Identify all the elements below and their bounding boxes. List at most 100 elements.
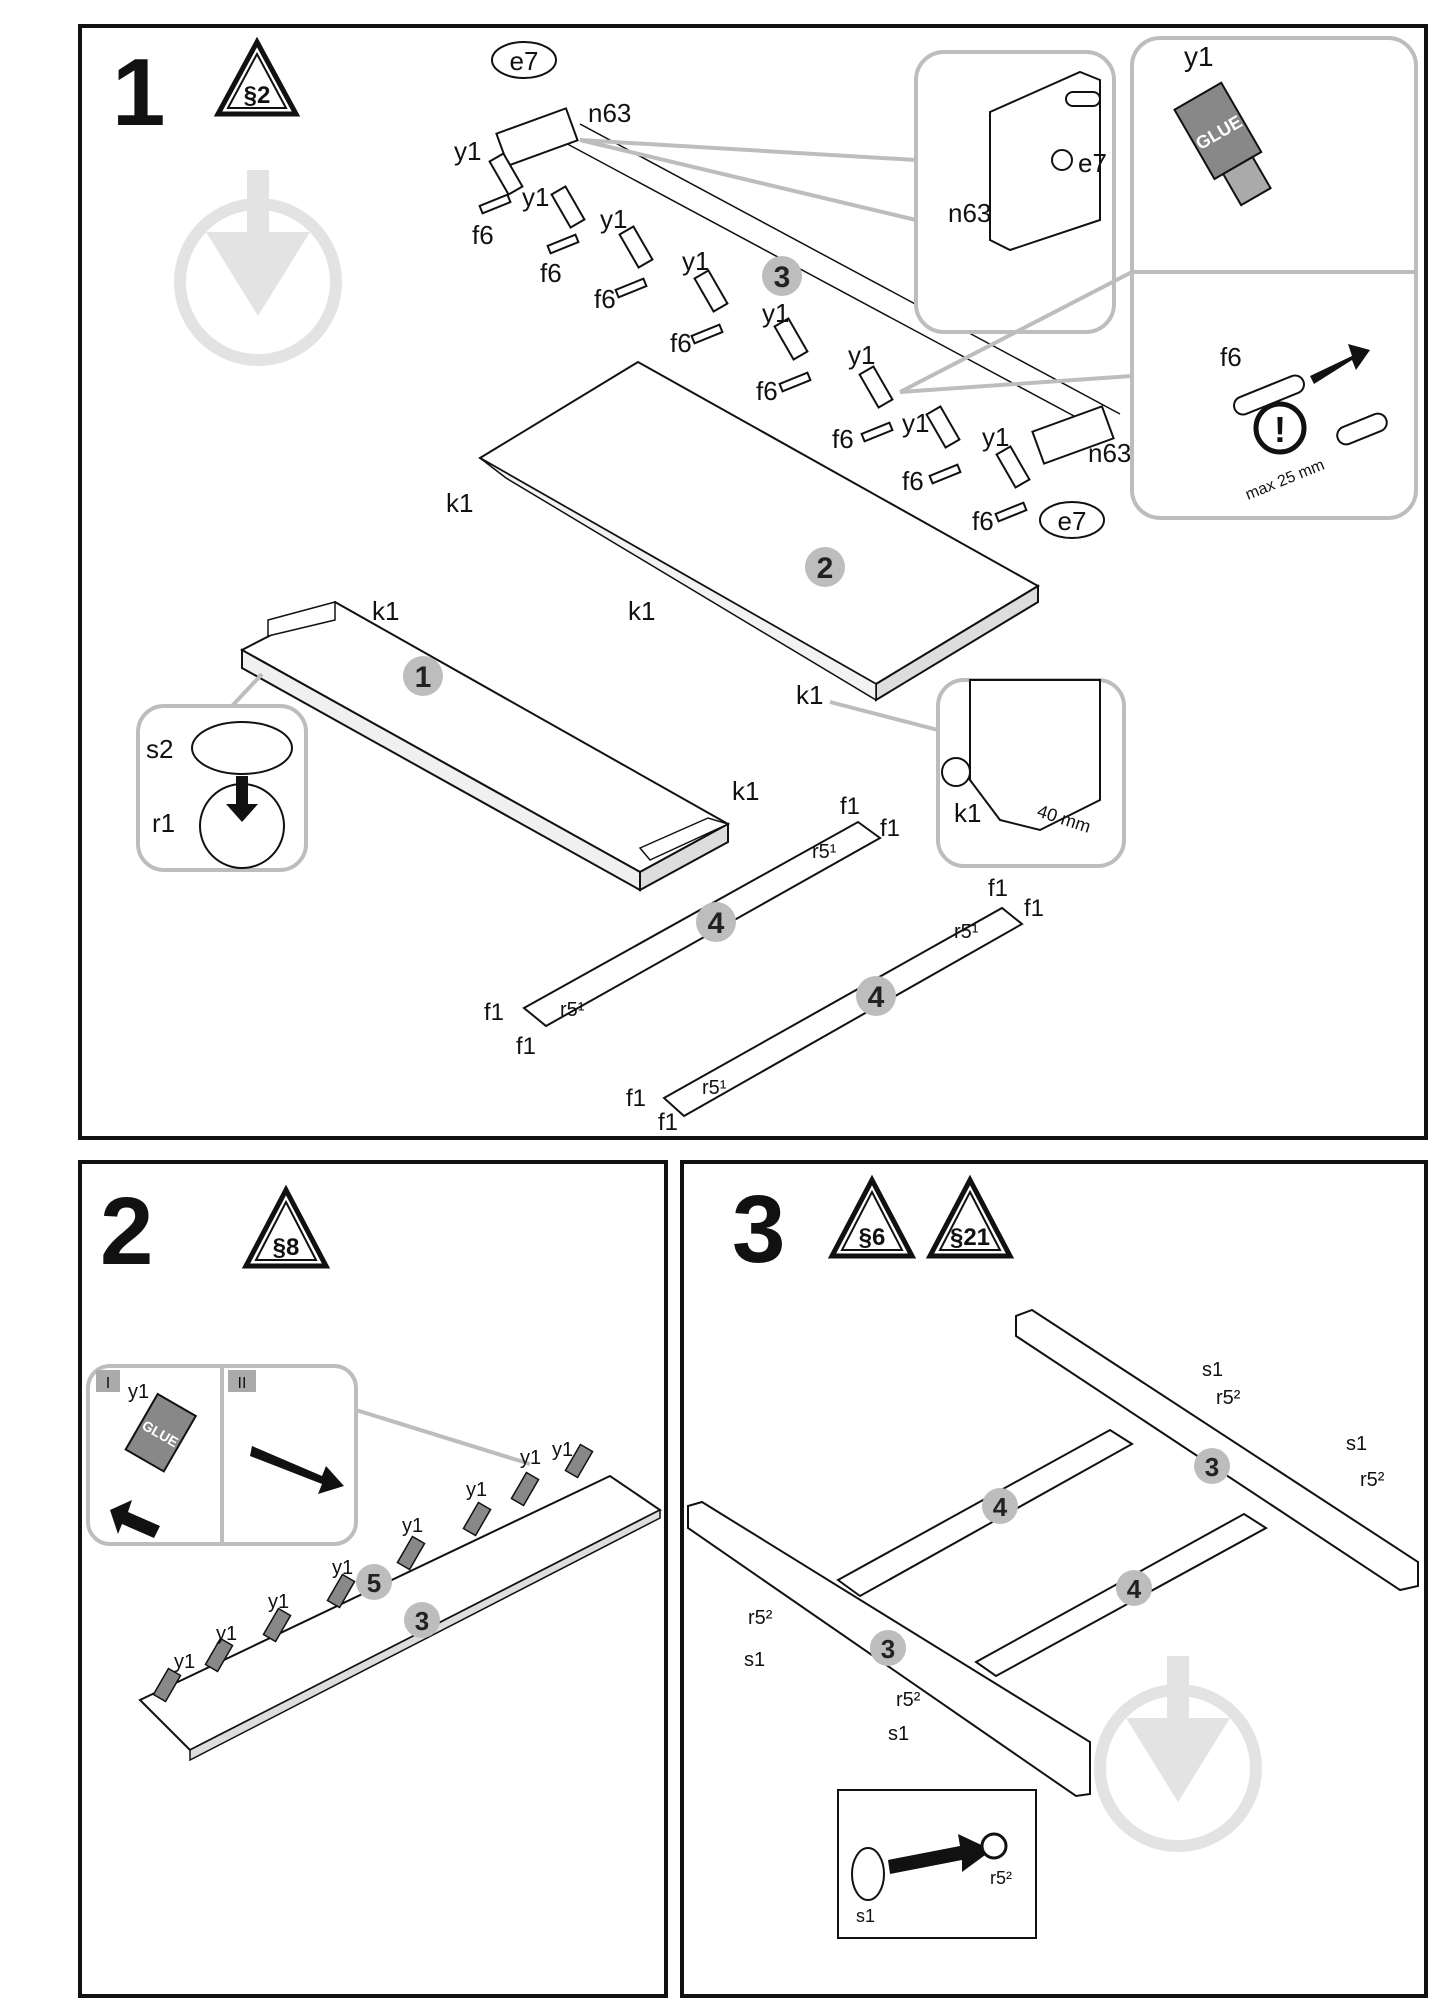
- part-number-3-back: 3: [1205, 1452, 1219, 1482]
- label-n63-bottom: n63: [1088, 438, 1131, 468]
- label-n63-top: n63: [588, 98, 631, 128]
- label-f1-3: f1: [484, 999, 504, 1026]
- board-1: 1: [239, 600, 731, 892]
- label-f6-f: f6: [832, 424, 854, 454]
- warning-triangle-icon: §6 §21: [827, 1174, 1015, 1259]
- board-2: 2: [478, 360, 1040, 702]
- roman-two: II: [238, 1375, 247, 1392]
- label-k1-d: k1: [796, 680, 823, 710]
- part-number-4-p3-a: 4: [993, 1492, 1008, 1522]
- label-f6-b: f6: [540, 258, 562, 288]
- label-f1-7: f1: [626, 1085, 646, 1112]
- attention-icon: !: [1274, 409, 1286, 450]
- label-f6-e: f6: [756, 376, 778, 406]
- label-y1-c: y1: [600, 204, 627, 234]
- part-number-4-a: 4: [708, 907, 725, 940]
- label-s1-a: s1: [1202, 1359, 1223, 1381]
- detail-label-y1: y1: [128, 1381, 149, 1403]
- part-number-3-panel-2: 3: [415, 1606, 429, 1636]
- warning-label-6: §6: [859, 1224, 886, 1251]
- board-4-a: 4: [522, 820, 882, 1028]
- label-f1-6: f1: [1024, 895, 1044, 922]
- panel-step-1: 1 §2 1 2: [78, 24, 1428, 1140]
- detail-glue-steps: I II y1 GLUE: [86, 1364, 358, 1546]
- label-f1-2: f1: [880, 815, 900, 842]
- board-4-p3-b: 4: [974, 1512, 1268, 1678]
- detail-label-r1: r1: [152, 808, 175, 838]
- label-k1-e: k1: [732, 776, 759, 806]
- panel-3-labels: s1 r5² s1 r5² r5² s1 r5² s1: [744, 1359, 1385, 1745]
- rail-3-panel-2: 5 3: [138, 1474, 662, 1762]
- label-y1-h: y1: [982, 422, 1009, 452]
- board-4-p3-a: 4: [836, 1428, 1134, 1598]
- label-y1-e: y1: [762, 298, 789, 328]
- label-r52-c: r5²: [748, 1607, 773, 1629]
- label-s1-c: s1: [744, 1649, 765, 1671]
- label-y1-p2-e: y1: [402, 1515, 423, 1537]
- part-number-1: 1: [415, 661, 432, 694]
- label-y1-p2-g: y1: [520, 1447, 541, 1469]
- warning-triangle-icon: §2: [213, 36, 301, 117]
- step-1-number: 1: [112, 39, 165, 146]
- part-number-3: 3: [774, 261, 791, 294]
- detail-cap-s1: s1 r5²: [837, 1789, 1037, 1939]
- warning-label: §2: [244, 82, 271, 109]
- download-watermark-icon: [1094, 1656, 1262, 1852]
- roman-one: I: [106, 1375, 110, 1392]
- label-f6-c: f6: [594, 284, 616, 314]
- label-f6-a: f6: [472, 220, 494, 250]
- label-y1-f: y1: [848, 340, 875, 370]
- panel-2-labels: y1 y1 y1 y1 y1 y1 y1 y1: [174, 1439, 573, 1673]
- warning-label-21: §21: [950, 1224, 990, 1251]
- label-r51-3: r5¹: [954, 921, 979, 943]
- part-number-2: 2: [817, 552, 834, 585]
- part-number-5: 5: [367, 1568, 381, 1598]
- label-r52-d: r5²: [896, 1689, 921, 1711]
- part-number-4-b: 4: [868, 981, 885, 1014]
- detail-label-r52: r5²: [990, 1868, 1012, 1888]
- label-f6-g: f6: [902, 466, 924, 496]
- part-number-4-p3-b: 4: [1127, 1574, 1142, 1604]
- panel-step-3: 3 §6 §21 3 3 4: [680, 1160, 1428, 1998]
- label-s1-d: s1: [888, 1723, 909, 1745]
- detail-label-e7: e7: [1078, 148, 1107, 178]
- detail-cap: s2 r1: [136, 704, 308, 872]
- label-y1-a: y1: [454, 136, 481, 166]
- label-y1-p2-h: y1: [552, 1439, 573, 1461]
- label-y1-p2-a: y1: [174, 1651, 195, 1673]
- panel-1-labels: e7 n63 y1 y1 y1 y1 y1 y1 y1 y1 f6 f6 f6 …: [372, 41, 1131, 806]
- label-s1-b: s1: [1346, 1433, 1367, 1455]
- label-f1-5: f1: [988, 875, 1008, 902]
- detail-label-f6: f6: [1220, 342, 1242, 372]
- label-r51-2: r5¹: [560, 999, 585, 1021]
- label-r51-4: r5¹: [702, 1077, 727, 1099]
- dowels-f6: [478, 193, 1028, 523]
- detail-foot: k1 40 mm: [936, 678, 1126, 868]
- label-r52-b: r5²: [1360, 1469, 1385, 1491]
- step-3-number: 3: [732, 1176, 785, 1283]
- rail-3-front: 3: [687, 1500, 1091, 1798]
- label-k1-c: k1: [628, 596, 655, 626]
- glue-bottles-panel-2: [152, 1443, 594, 1703]
- label-f1-4: f1: [516, 1033, 536, 1060]
- label-e7-top: e7: [510, 46, 539, 76]
- label-f6-d: f6: [670, 328, 692, 358]
- label-y1-p2-d: y1: [332, 1557, 353, 1579]
- label-k1-a: k1: [446, 488, 473, 518]
- detail-label-n63: n63: [948, 198, 991, 228]
- label-r52-a: r5²: [1216, 1387, 1241, 1409]
- glue-bottles: [488, 152, 1031, 489]
- download-watermark-icon: [174, 170, 342, 366]
- label-e7-bottom: e7: [1058, 506, 1087, 536]
- label-y1-p2-c: y1: [268, 1591, 289, 1613]
- warning-label: §8: [273, 1234, 300, 1261]
- detail-label-s2: s2: [146, 734, 173, 764]
- label-y1-d: y1: [682, 246, 709, 276]
- detail-label-k1: k1: [954, 798, 981, 828]
- step-2-number: 2: [100, 1178, 153, 1285]
- label-r51-1: r5¹: [812, 841, 837, 863]
- label-f6-h: f6: [972, 506, 994, 536]
- board-4-b: 4: [662, 906, 1024, 1118]
- label-f1-8: f1: [658, 1109, 678, 1136]
- detail-bracket: e7 n63: [914, 50, 1116, 334]
